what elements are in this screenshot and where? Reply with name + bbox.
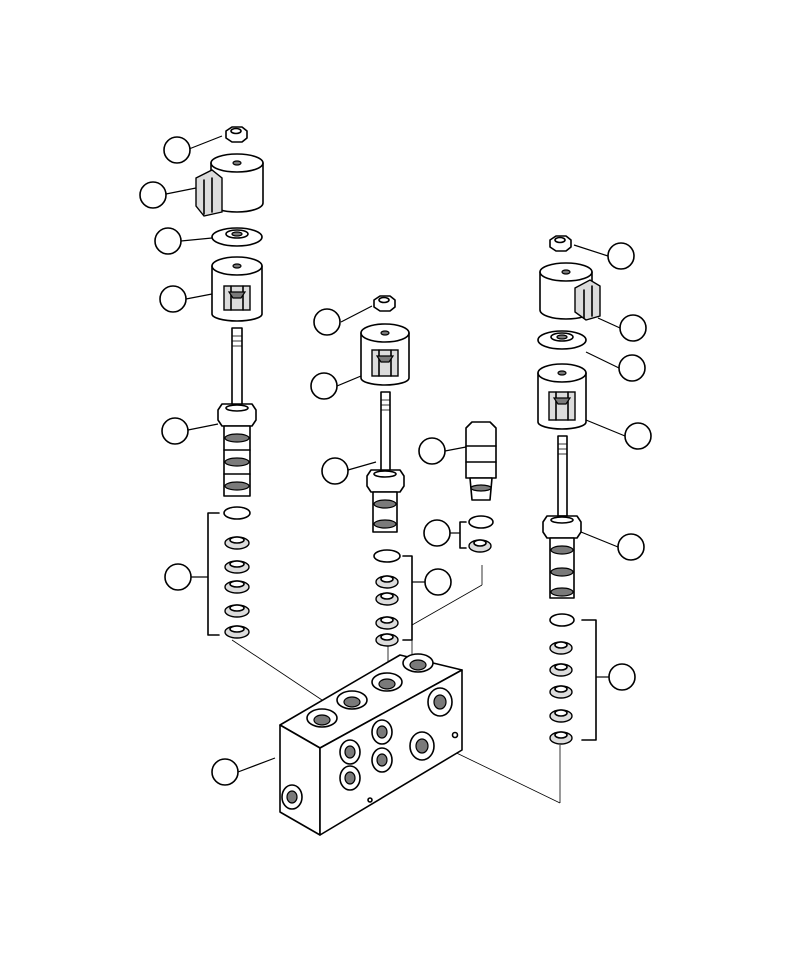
callout-circle[interactable] <box>321 457 349 485</box>
callout-circle[interactable] <box>618 354 646 382</box>
coil-spacer-left[interactable] <box>211 256 263 322</box>
seal-kit-bracket-middle <box>402 555 413 641</box>
relief-valve-cartridge[interactable] <box>465 421 497 501</box>
callouts <box>139 136 652 786</box>
callout-circle[interactable] <box>161 417 189 445</box>
callout-circle[interactable] <box>159 285 187 313</box>
callout-circle[interactable] <box>424 568 452 596</box>
callout-circle[interactable] <box>607 242 635 270</box>
leader-lines <box>165 135 626 773</box>
coil-washer-right[interactable] <box>537 330 587 350</box>
callout-circle[interactable] <box>139 181 167 209</box>
valve-cartridge-right[interactable] <box>542 435 582 599</box>
callout-circle[interactable] <box>154 227 182 255</box>
coil-spacer-middle[interactable] <box>360 323 410 386</box>
solenoid-coil-left[interactable] <box>195 153 264 217</box>
callout-circle[interactable] <box>418 437 446 465</box>
callout-circle[interactable] <box>163 136 191 164</box>
seal-kit-bracket-left <box>207 512 220 636</box>
valve-cartridge-middle[interactable] <box>366 391 405 533</box>
solenoid-nut-left[interactable] <box>225 126 248 143</box>
solenoid-nut-middle[interactable] <box>373 295 396 312</box>
coil-spacer-right[interactable] <box>537 363 587 430</box>
coil-washer-left[interactable] <box>211 227 263 247</box>
callout-circle[interactable] <box>617 533 645 561</box>
callout-circle[interactable] <box>619 314 647 342</box>
valve-cartridge-left[interactable] <box>217 327 257 497</box>
seal-kit-left[interactable] <box>223 506 251 639</box>
callout-circle[interactable] <box>423 519 451 547</box>
callout-circle[interactable] <box>624 422 652 450</box>
seal-kit-bracket-right <box>581 619 597 741</box>
relief-valve-stack <box>459 421 497 553</box>
solenoid-nut-right[interactable] <box>549 235 572 252</box>
valve-body-manifold[interactable] <box>279 653 463 836</box>
callout-circle[interactable] <box>211 758 239 786</box>
seal-kit-relief[interactable] <box>468 515 494 553</box>
seal-kit-middle[interactable] <box>373 549 401 647</box>
solenoid-coil-right[interactable] <box>539 262 601 321</box>
seal-kit-bracket-relief <box>459 521 467 549</box>
callout-circle[interactable] <box>313 308 341 336</box>
callout-circle[interactable] <box>310 372 338 400</box>
callout-circle[interactable] <box>164 563 192 591</box>
middle-valve-stack <box>360 295 413 647</box>
callout-circle[interactable] <box>608 663 636 691</box>
left-valve-stack <box>195 126 264 639</box>
right-valve-stack <box>537 235 601 745</box>
seal-kit-right[interactable] <box>549 613 575 745</box>
